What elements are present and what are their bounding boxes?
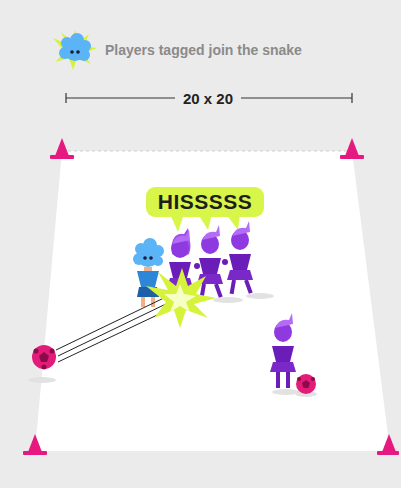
- tagged-player-part: [149, 256, 153, 260]
- pitch: [35, 151, 390, 451]
- motion-line-part: [56, 296, 168, 350]
- ball-part: [34, 349, 39, 354]
- cone: [50, 138, 74, 159]
- tagged-player-part: [141, 297, 145, 307]
- pitch-edge: [62, 151, 352, 152]
- ball-part: [39, 352, 49, 362]
- free-player-part: [275, 313, 293, 328]
- legend-icon: [53, 30, 97, 70]
- ball-part: [311, 377, 315, 381]
- cone-part: [382, 434, 396, 452]
- cone-part: [345, 138, 359, 156]
- ball-part: [32, 345, 56, 369]
- cone-part: [50, 155, 74, 159]
- snake-player-part: [202, 225, 220, 240]
- legend-icon-part: [53, 30, 97, 70]
- ball-part: [42, 365, 47, 370]
- snake-player-part: [244, 279, 253, 294]
- speech-bubble: HISSSSS: [146, 187, 265, 217]
- motion-line: [56, 296, 172, 362]
- snake-player-part: [230, 280, 236, 294]
- ball-part: [302, 380, 310, 388]
- ball-part: [297, 377, 301, 381]
- free-player-part: [276, 372, 280, 388]
- cone-part: [28, 434, 42, 452]
- shadow-part: [213, 297, 243, 303]
- cone-part: [55, 138, 69, 156]
- cone: [377, 434, 399, 455]
- dimension-line-part: [65, 93, 66, 103]
- cone: [340, 138, 364, 159]
- tag-burst-part: [164, 284, 196, 312]
- bubble-text: HISSSSS: [158, 190, 253, 214]
- tagged-player-part: [151, 297, 155, 307]
- ball: [296, 374, 316, 394]
- tagged-player-part: [137, 271, 159, 287]
- dimension-label: 20 x 20: [175, 90, 241, 107]
- tag-burst: [146, 268, 216, 328]
- legend-icon-part: [70, 50, 74, 54]
- motion-line-part: [58, 308, 172, 362]
- snake-player: [227, 221, 253, 294]
- snake-player-part: [199, 258, 221, 274]
- snake-player-part: [232, 221, 250, 236]
- tag-burst-part: [146, 268, 216, 328]
- free-player-part: [270, 362, 296, 372]
- cone-part: [377, 451, 399, 455]
- cone: [23, 434, 47, 455]
- free-player-part: [286, 372, 290, 388]
- legend-icon-part: [76, 50, 80, 54]
- snake-player-part: [227, 270, 253, 280]
- legend-icon-part: [64, 41, 86, 61]
- snake-player-part: [229, 254, 251, 270]
- cone-part: [340, 155, 364, 159]
- dimension-line-part: [351, 93, 352, 103]
- tagged-player-part: [144, 267, 152, 271]
- linked-hands: [194, 263, 200, 269]
- snake-player-part: [172, 228, 191, 257]
- free-player: [270, 313, 296, 388]
- ball-part: [50, 349, 55, 354]
- tagged-player-part: [137, 247, 159, 267]
- cone-part: [23, 451, 47, 455]
- ball: [32, 345, 56, 370]
- tagged-player-part: [143, 256, 147, 260]
- ball-part: [296, 374, 316, 394]
- snake-player-part: [172, 229, 190, 244]
- legend-text: Players tagged join the snake: [105, 42, 302, 58]
- shadow-part: [28, 377, 56, 383]
- motion-line-part: [58, 302, 170, 356]
- free-player-part: [272, 346, 294, 362]
- snake-player: [197, 225, 223, 298]
- snake-player-part: [214, 283, 223, 298]
- shadow-part: [246, 293, 274, 299]
- linked-hands: [222, 259, 228, 265]
